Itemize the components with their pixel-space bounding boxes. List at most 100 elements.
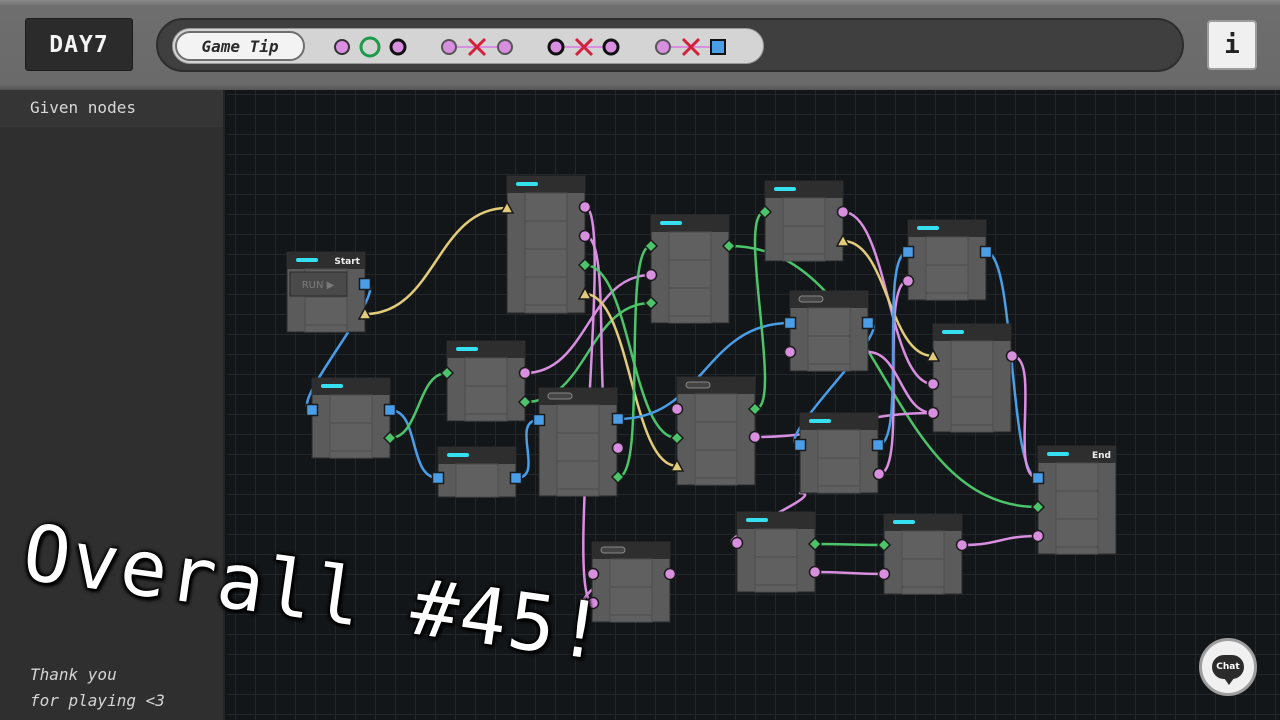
node-status-light (685, 381, 711, 389)
blue-square-port[interactable] (901, 245, 915, 259)
pink-circle-port[interactable] (663, 567, 677, 581)
logic-node[interactable] (676, 376, 756, 486)
pink-circle-port[interactable] (611, 441, 625, 455)
pink-circle-port[interactable] (926, 377, 940, 391)
info-button[interactable]: i (1207, 20, 1257, 70)
logic-node[interactable] (311, 377, 391, 459)
green-diamond-port[interactable] (382, 430, 398, 446)
yellow-triangle-port[interactable] (577, 286, 593, 300)
green-diamond-port[interactable] (876, 537, 892, 553)
logic-node[interactable] (650, 214, 730, 324)
pink-circle-port[interactable] (877, 567, 891, 581)
logic-node[interactable] (437, 446, 517, 498)
green-diamond-port[interactable] (747, 401, 763, 417)
yellow-triangle-port[interactable] (669, 458, 685, 472)
green-diamond-port[interactable] (577, 257, 593, 273)
pink-circle-port[interactable] (730, 536, 744, 550)
blue-square-port[interactable] (383, 403, 397, 417)
green-wire[interactable] (616, 244, 653, 479)
green-diamond-port[interactable] (721, 238, 737, 254)
pink-circle-port[interactable] (586, 567, 600, 581)
green-wire[interactable] (388, 371, 449, 440)
green-diamond-port[interactable] (643, 295, 659, 311)
pink-wire[interactable] (813, 570, 886, 576)
green-diamond-port[interactable] (643, 238, 659, 254)
pink-circle-port[interactable] (748, 430, 762, 444)
green-diamond-port[interactable] (1030, 499, 1046, 515)
pink-circle-port[interactable] (1031, 529, 1045, 543)
blue-square-port[interactable] (783, 316, 797, 330)
pink-circle-port[interactable] (901, 274, 915, 288)
yellow-triangle-port[interactable] (357, 306, 373, 320)
pink-circle-port[interactable] (586, 596, 600, 610)
thanks-message: Thank you for playing <3 (30, 662, 165, 714)
green-diamond-port[interactable] (517, 394, 533, 410)
pink-circle-port[interactable] (578, 229, 592, 243)
green-diamond-port[interactable] (610, 469, 626, 485)
game-tip-label[interactable]: Game Tip (175, 31, 305, 61)
pink-circle-port[interactable] (783, 345, 797, 359)
pink-wire[interactable] (523, 273, 653, 375)
pink-wire[interactable] (960, 534, 1040, 547)
chat-button[interactable]: Chat (1199, 638, 1257, 696)
run-button[interactable]: RUN ▶ (289, 271, 348, 297)
pink-circle-port[interactable] (808, 565, 822, 579)
pink-circle-port[interactable] (955, 538, 969, 552)
blue-wire[interactable] (514, 418, 541, 480)
logic-node[interactable] (932, 323, 1012, 433)
blue-square-port[interactable] (431, 471, 445, 485)
logic-node[interactable] (907, 219, 987, 301)
logic-node[interactable] (506, 175, 586, 314)
blue-square-port[interactable] (611, 412, 625, 426)
blue-square-port[interactable] (532, 413, 546, 427)
green-wire[interactable] (753, 210, 767, 411)
blue-square-port[interactable] (509, 471, 523, 485)
pink-circle-port[interactable] (670, 402, 684, 416)
node-status-light (447, 453, 469, 457)
blue-square-port[interactable] (358, 277, 372, 291)
logic-node[interactable] (446, 340, 526, 422)
blue-square-port[interactable] (871, 438, 885, 452)
pink-circle-port[interactable] (518, 366, 532, 380)
green-diamond-port[interactable] (439, 365, 455, 381)
green-wire[interactable] (813, 542, 886, 547)
thanks-line-1: Thank you (30, 665, 117, 684)
blue-square-port[interactable] (861, 316, 875, 330)
logic-node[interactable] (591, 541, 671, 623)
pink-circle-port[interactable] (578, 200, 592, 214)
given-nodes-tab[interactable]: Given nodes (0, 90, 223, 127)
green-diamond-port[interactable] (807, 536, 823, 552)
pink-circle-port[interactable] (836, 205, 850, 219)
blue-square-port[interactable] (305, 403, 319, 417)
blue-square-port[interactable] (1031, 471, 1045, 485)
logic-node[interactable] (764, 180, 844, 262)
pink-circle-port[interactable] (644, 268, 658, 282)
logic-node[interactable] (799, 412, 879, 494)
blue-square-port[interactable] (979, 245, 993, 259)
logic-node[interactable] (883, 513, 963, 595)
yellow-wire[interactable] (583, 292, 679, 468)
yellow-triangle-port[interactable] (499, 200, 515, 214)
green-diamond-port[interactable] (757, 204, 773, 220)
yellow-wire[interactable] (363, 206, 509, 316)
blue-wire[interactable] (876, 250, 910, 447)
node-status-light (942, 330, 964, 334)
green-wire[interactable] (583, 263, 679, 440)
green-diamond-port[interactable] (669, 430, 685, 446)
blue-square-port[interactable] (793, 438, 807, 452)
logic-node[interactable] (736, 511, 816, 593)
blue-wire[interactable] (388, 408, 440, 480)
pink-wire[interactable] (866, 350, 935, 415)
logic-node[interactable] (538, 387, 618, 497)
yellow-triangle-port[interactable] (925, 348, 941, 362)
pink-circle-port[interactable] (926, 406, 940, 420)
end-node[interactable]: End (1037, 445, 1117, 555)
yellow-wire[interactable] (841, 239, 935, 358)
pink-circle-port[interactable] (1005, 349, 1019, 363)
pink-wire[interactable] (1010, 354, 1040, 480)
pink-circle-port[interactable] (872, 467, 886, 481)
yellow-triangle-port[interactable] (835, 233, 851, 247)
logic-node[interactable] (789, 290, 869, 372)
